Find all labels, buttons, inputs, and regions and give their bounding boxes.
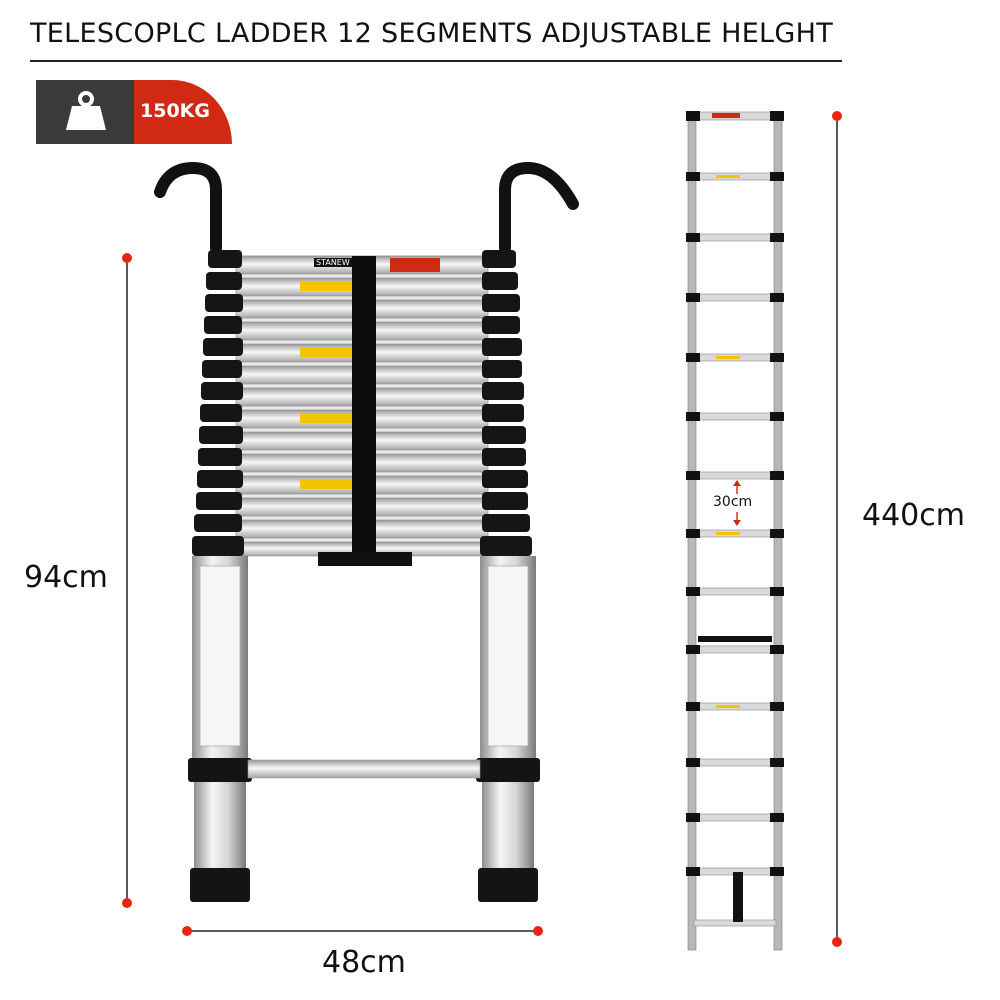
right-hook — [499, 161, 579, 254]
left-stile — [188, 556, 252, 902]
center-strap — [318, 256, 412, 566]
folded-width-dimension — [182, 926, 543, 936]
folded-height-dimension — [122, 253, 132, 908]
load-capacity-badge: 150KG — [36, 80, 232, 144]
folded-height-label: 94cm — [24, 560, 108, 595]
extended-height-label: 440cm — [862, 498, 965, 533]
extended-height-dimension — [832, 111, 842, 947]
extended-ladder — [686, 111, 784, 951]
product-title: TELESCOPLC LADDER 12 SEGMENTS ADJUSTABLE… — [30, 18, 834, 49]
rung-spacing-label: 30cm — [713, 494, 753, 510]
load-capacity-text: 150KG — [140, 100, 210, 122]
left-clamp-stack — [192, 250, 244, 556]
folded-width-label: 48cm — [322, 945, 406, 980]
title-underline — [30, 60, 842, 62]
right-stile — [476, 556, 540, 902]
weight-icon — [66, 91, 106, 130]
brand-label: STANEW — [314, 258, 352, 267]
right-clamp-stack — [480, 250, 532, 556]
rung-spacing-arrows — [733, 480, 741, 526]
left-hook — [154, 161, 222, 254]
bottom-rung — [247, 759, 481, 779]
